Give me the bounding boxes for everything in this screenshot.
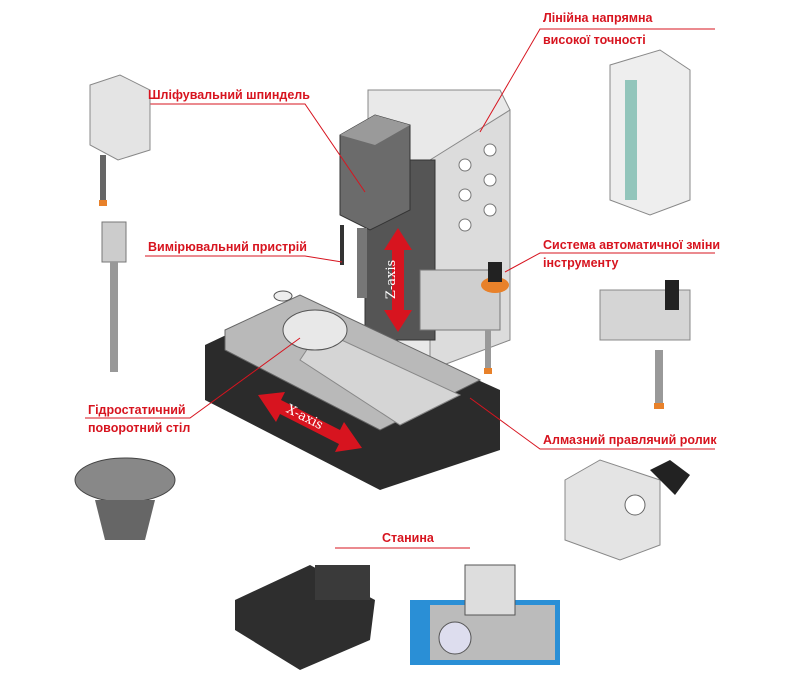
- label-rotary-table: Гідростатичний: [88, 403, 186, 417]
- z-axis-arrow: [384, 228, 412, 332]
- spindle-head: [339, 114, 411, 298]
- linear-guide-detail: [609, 49, 691, 216]
- label-grinding-spindle: Шліфувальний шпиндель: [148, 88, 310, 102]
- label-atc: Система автоматичної зміни: [543, 238, 721, 252]
- leader-lines: [85, 28, 715, 549]
- atc-unit: [419, 262, 509, 374]
- x-axis-arrow: [258, 392, 362, 452]
- label-rotary-table-line2: поворотний стіл: [88, 421, 191, 435]
- label-linear-guide: Лінійна напрямна: [543, 11, 653, 25]
- spindle-detail: [89, 74, 151, 206]
- z-axis-label: Z-axis: [384, 259, 400, 300]
- label-measuring-device: Вимірювальний пристрій: [148, 240, 307, 254]
- rotary-table-detail: [74, 457, 176, 540]
- measuring-device-detail: [101, 221, 127, 372]
- diamond-roller-detail: [564, 459, 690, 561]
- atc-detail: [599, 280, 691, 409]
- bed-detail-right: [410, 564, 560, 665]
- label-atc-line2: інструменту: [543, 256, 619, 270]
- label-diamond-roller: Алмазний правлячий ролик: [543, 433, 717, 447]
- machine-bed: [205, 290, 500, 490]
- bed-detail-left: [235, 565, 375, 670]
- label-bed: Станина: [382, 531, 434, 545]
- label-linear-guide-line2: високої точності: [543, 33, 646, 47]
